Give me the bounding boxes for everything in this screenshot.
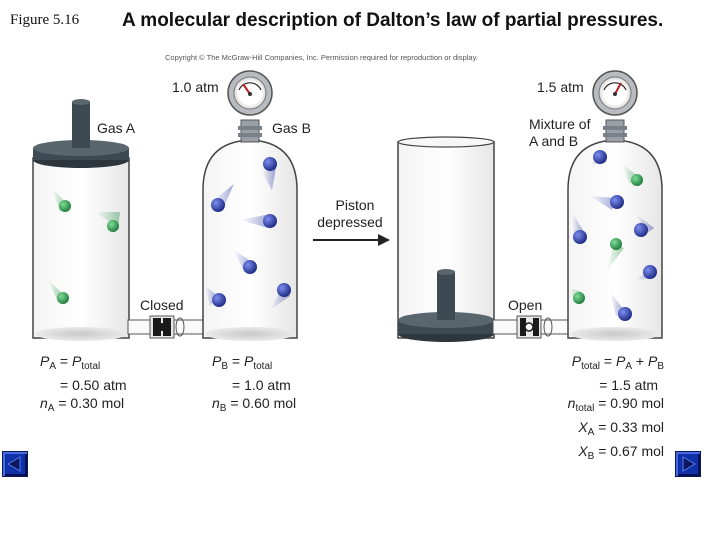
gas-a-eq-line2: = 0.50 atm <box>60 377 127 393</box>
gas-b-molecule <box>263 214 277 228</box>
gas-b-molecule <box>263 157 277 171</box>
mixture-eq-line3: ntotal = 0.90 mol <box>567 395 664 414</box>
gas-b-eq-line1: PB = Ptotal <box>212 353 273 372</box>
arrow-left-icon <box>7 456 21 472</box>
gas-b-molecule <box>573 230 587 244</box>
gas-a-molecule <box>631 174 643 186</box>
gas-a-molecule <box>573 292 585 304</box>
right-connector-tube <box>492 315 570 339</box>
arrow-label-line2: depressed <box>317 214 383 230</box>
gas-b-molecule <box>593 150 607 164</box>
gas-b-bottle <box>202 70 298 341</box>
valve-closed-label: Closed <box>140 297 184 313</box>
gas-a-molecule <box>57 292 69 304</box>
valve-open-label: Open <box>508 297 543 313</box>
gas-b-molecule <box>618 307 632 321</box>
gas-b-molecule <box>212 293 226 307</box>
gas-b-molecule <box>634 223 648 237</box>
gas-b-molecule <box>643 265 657 279</box>
gas-a-equations: PA = Ptotal = 0.50 atm nA = 0.30 mol <box>40 352 127 418</box>
right-gauge-reading: 1.5 atm <box>537 79 584 95</box>
mixture-eq-line5: XB = 0.67 mol <box>578 443 664 462</box>
gas-a-label: Gas A <box>97 120 136 136</box>
gas-a-eq-line3: nA = 0.30 mol <box>40 395 125 414</box>
copyright-notice: Copyright © The McGraw-Hill Companies, I… <box>165 53 478 62</box>
gas-b-label: Gas B <box>272 120 311 136</box>
mixture-eq-line1: Ptotal = PA + PB <box>571 353 664 372</box>
mixture-label-line1: Mixture of <box>529 116 591 132</box>
gas-b-molecule <box>243 260 257 274</box>
gas-a-eq-line1: PA = Ptotal <box>40 353 101 372</box>
next-slide-button[interactable] <box>675 451 701 477</box>
mixture-label-line2: A and B <box>529 133 579 149</box>
valve-closed-icon <box>158 323 166 331</box>
right-cylinder <box>397 136 495 342</box>
gas-b-molecule <box>211 198 225 212</box>
arrow-right-icon <box>682 456 696 472</box>
gas-b-molecule <box>610 195 624 209</box>
left-gauge-reading: 1.0 atm <box>172 79 219 95</box>
gas-a-molecule <box>107 220 119 232</box>
process-arrow <box>313 234 390 246</box>
figure-label: Figure 5.16 <box>10 12 80 28</box>
gas-a-molecule <box>59 200 71 212</box>
mixture-equations: Ptotal = PA + PB = 1.5 atm ntotal = 0.90… <box>540 352 664 466</box>
prev-slide-button[interactable] <box>2 451 28 477</box>
gas-a-molecule <box>610 238 622 250</box>
gas-b-equations: PB = Ptotal = 1.0 atm nB = 0.60 mol <box>212 352 296 418</box>
page-title: A molecular description of Dalton’s law … <box>122 10 664 31</box>
mixture-eq-line2: = 1.5 atm <box>599 377 658 393</box>
gas-b-molecule <box>277 283 291 297</box>
arrow-label-line1: Piston <box>335 197 375 213</box>
gas-b-eq-line2: = 1.0 atm <box>232 377 291 393</box>
valve-open-icon <box>524 322 534 332</box>
mixture-bottle <box>567 70 663 341</box>
mixture-eq-line4: XA = 0.33 mol <box>578 419 664 438</box>
left-connector-tube <box>127 315 205 339</box>
gas-b-eq-line3: nB = 0.60 mol <box>212 395 297 414</box>
gas-a-cylinder <box>32 99 130 341</box>
